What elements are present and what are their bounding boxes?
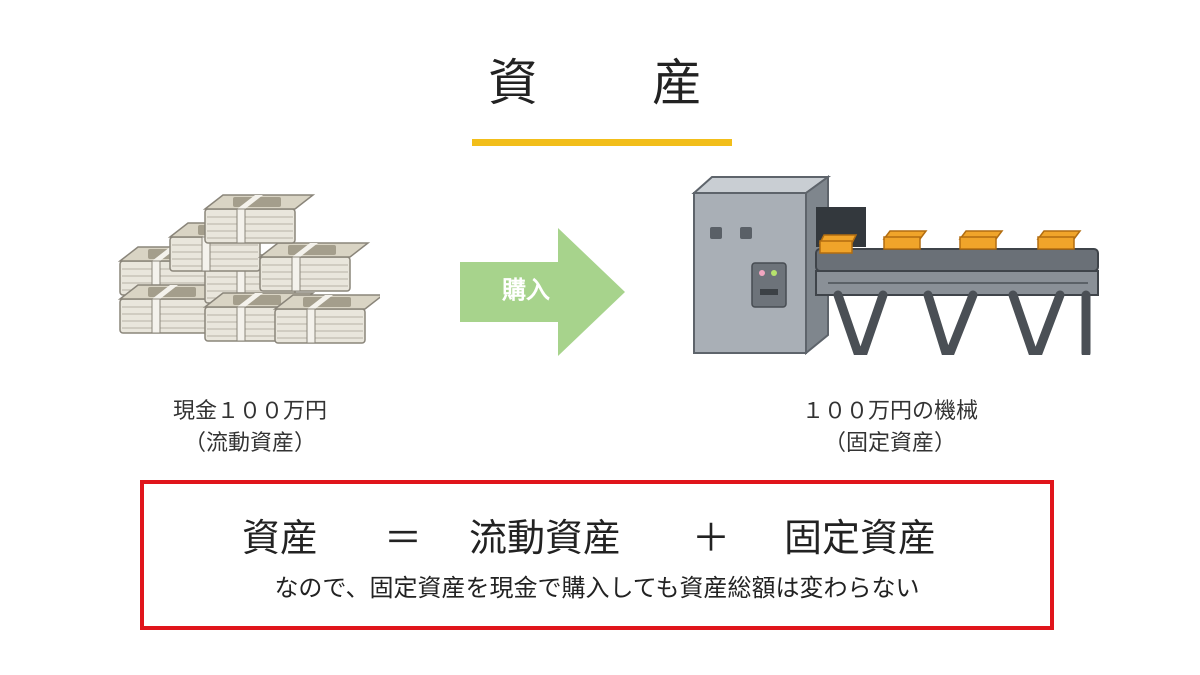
title-underline — [472, 139, 732, 146]
arrow-label: 購入 — [480, 270, 572, 310]
equation-note: なので、固定資産を現金で購入しても資産総額は変わらない — [144, 570, 1050, 606]
page-title: 資 産 — [470, 48, 730, 118]
title-char-2: 産 — [652, 48, 702, 118]
asset-equation: 資産 ＝ 流動資産 ＋ 固定資産 — [144, 510, 1050, 566]
machine-conveyor-icon — [688, 175, 1103, 355]
cash-caption-line1: 現金１００万円 — [120, 396, 380, 428]
equation-term-current-assets: 流動資産 — [469, 510, 621, 566]
cash-stack-icon — [110, 185, 380, 385]
machine-caption-line1: １００万円の機械 — [740, 396, 1040, 428]
cash-caption: 現金１００万円 （流動資産） — [120, 396, 380, 460]
equation-term-fixed-assets: 固定資産 — [784, 510, 936, 566]
title-char-1: 資 — [488, 48, 538, 118]
equation-plus: ＋ — [692, 510, 730, 566]
machine-caption: １００万円の機械 （固定資産） — [740, 396, 1040, 460]
equation-equals: ＝ — [384, 510, 422, 566]
cash-caption-line2: （流動資産） — [120, 428, 380, 460]
machine-caption-line2: （固定資産） — [740, 428, 1040, 460]
equation-lhs: 資産 — [242, 510, 318, 566]
equation-box: 資産 ＝ 流動資産 ＋ 固定資産 なので、固定資産を現金で購入しても資産総額は変… — [140, 480, 1054, 630]
